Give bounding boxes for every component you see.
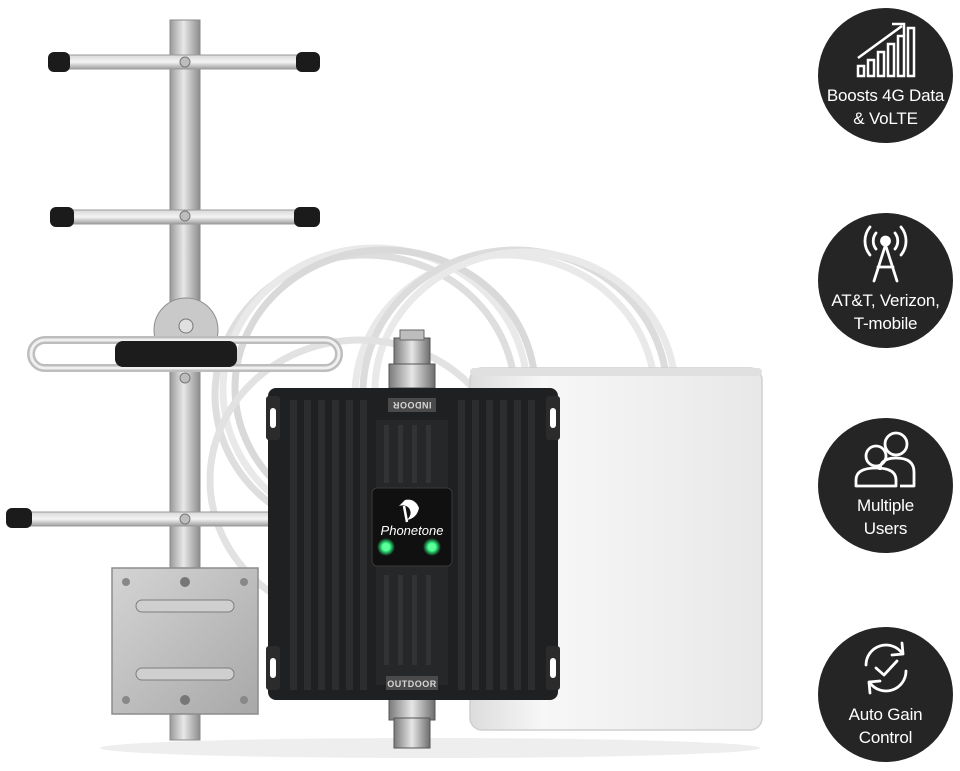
- feature-line: Users: [863, 519, 908, 538]
- feature-line: T-mobile: [853, 314, 918, 333]
- indoor-port-label: INDOOR: [392, 400, 431, 410]
- feature-line: Auto Gain: [848, 705, 923, 724]
- feature-line: & VoLTE: [853, 109, 918, 128]
- feature-badge: Multiple Users: [818, 418, 953, 553]
- refresh-check-icon: [818, 637, 953, 699]
- cell-tower-icon: [818, 223, 953, 285]
- brand-name: Phonetone: [381, 523, 444, 538]
- feature-badge: Boosts 4G Data & VoLTE: [818, 8, 953, 143]
- feature-line: Multiple: [857, 496, 914, 515]
- signal-bars-icon: [818, 18, 953, 80]
- outdoor-connector: [388, 695, 436, 749]
- users-icon: [818, 428, 953, 490]
- yagi-antenna: [6, 19, 343, 741]
- outdoor-port-label: OUTDOOR: [387, 679, 437, 689]
- feature-line: Control: [858, 728, 913, 747]
- indoor-connector: [388, 329, 436, 389]
- feature-line: AT&T, Verizon,: [831, 291, 940, 310]
- feature-badge: AT&T, Verizon, T-mobile: [818, 213, 953, 348]
- brand-logo-icon: [399, 499, 419, 523]
- signal-booster: Phonetone INDOOR OUTDOOR: [266, 388, 560, 700]
- feature-line: Boosts 4G Data: [826, 86, 945, 105]
- feature-badge: Auto Gain Control: [818, 627, 953, 762]
